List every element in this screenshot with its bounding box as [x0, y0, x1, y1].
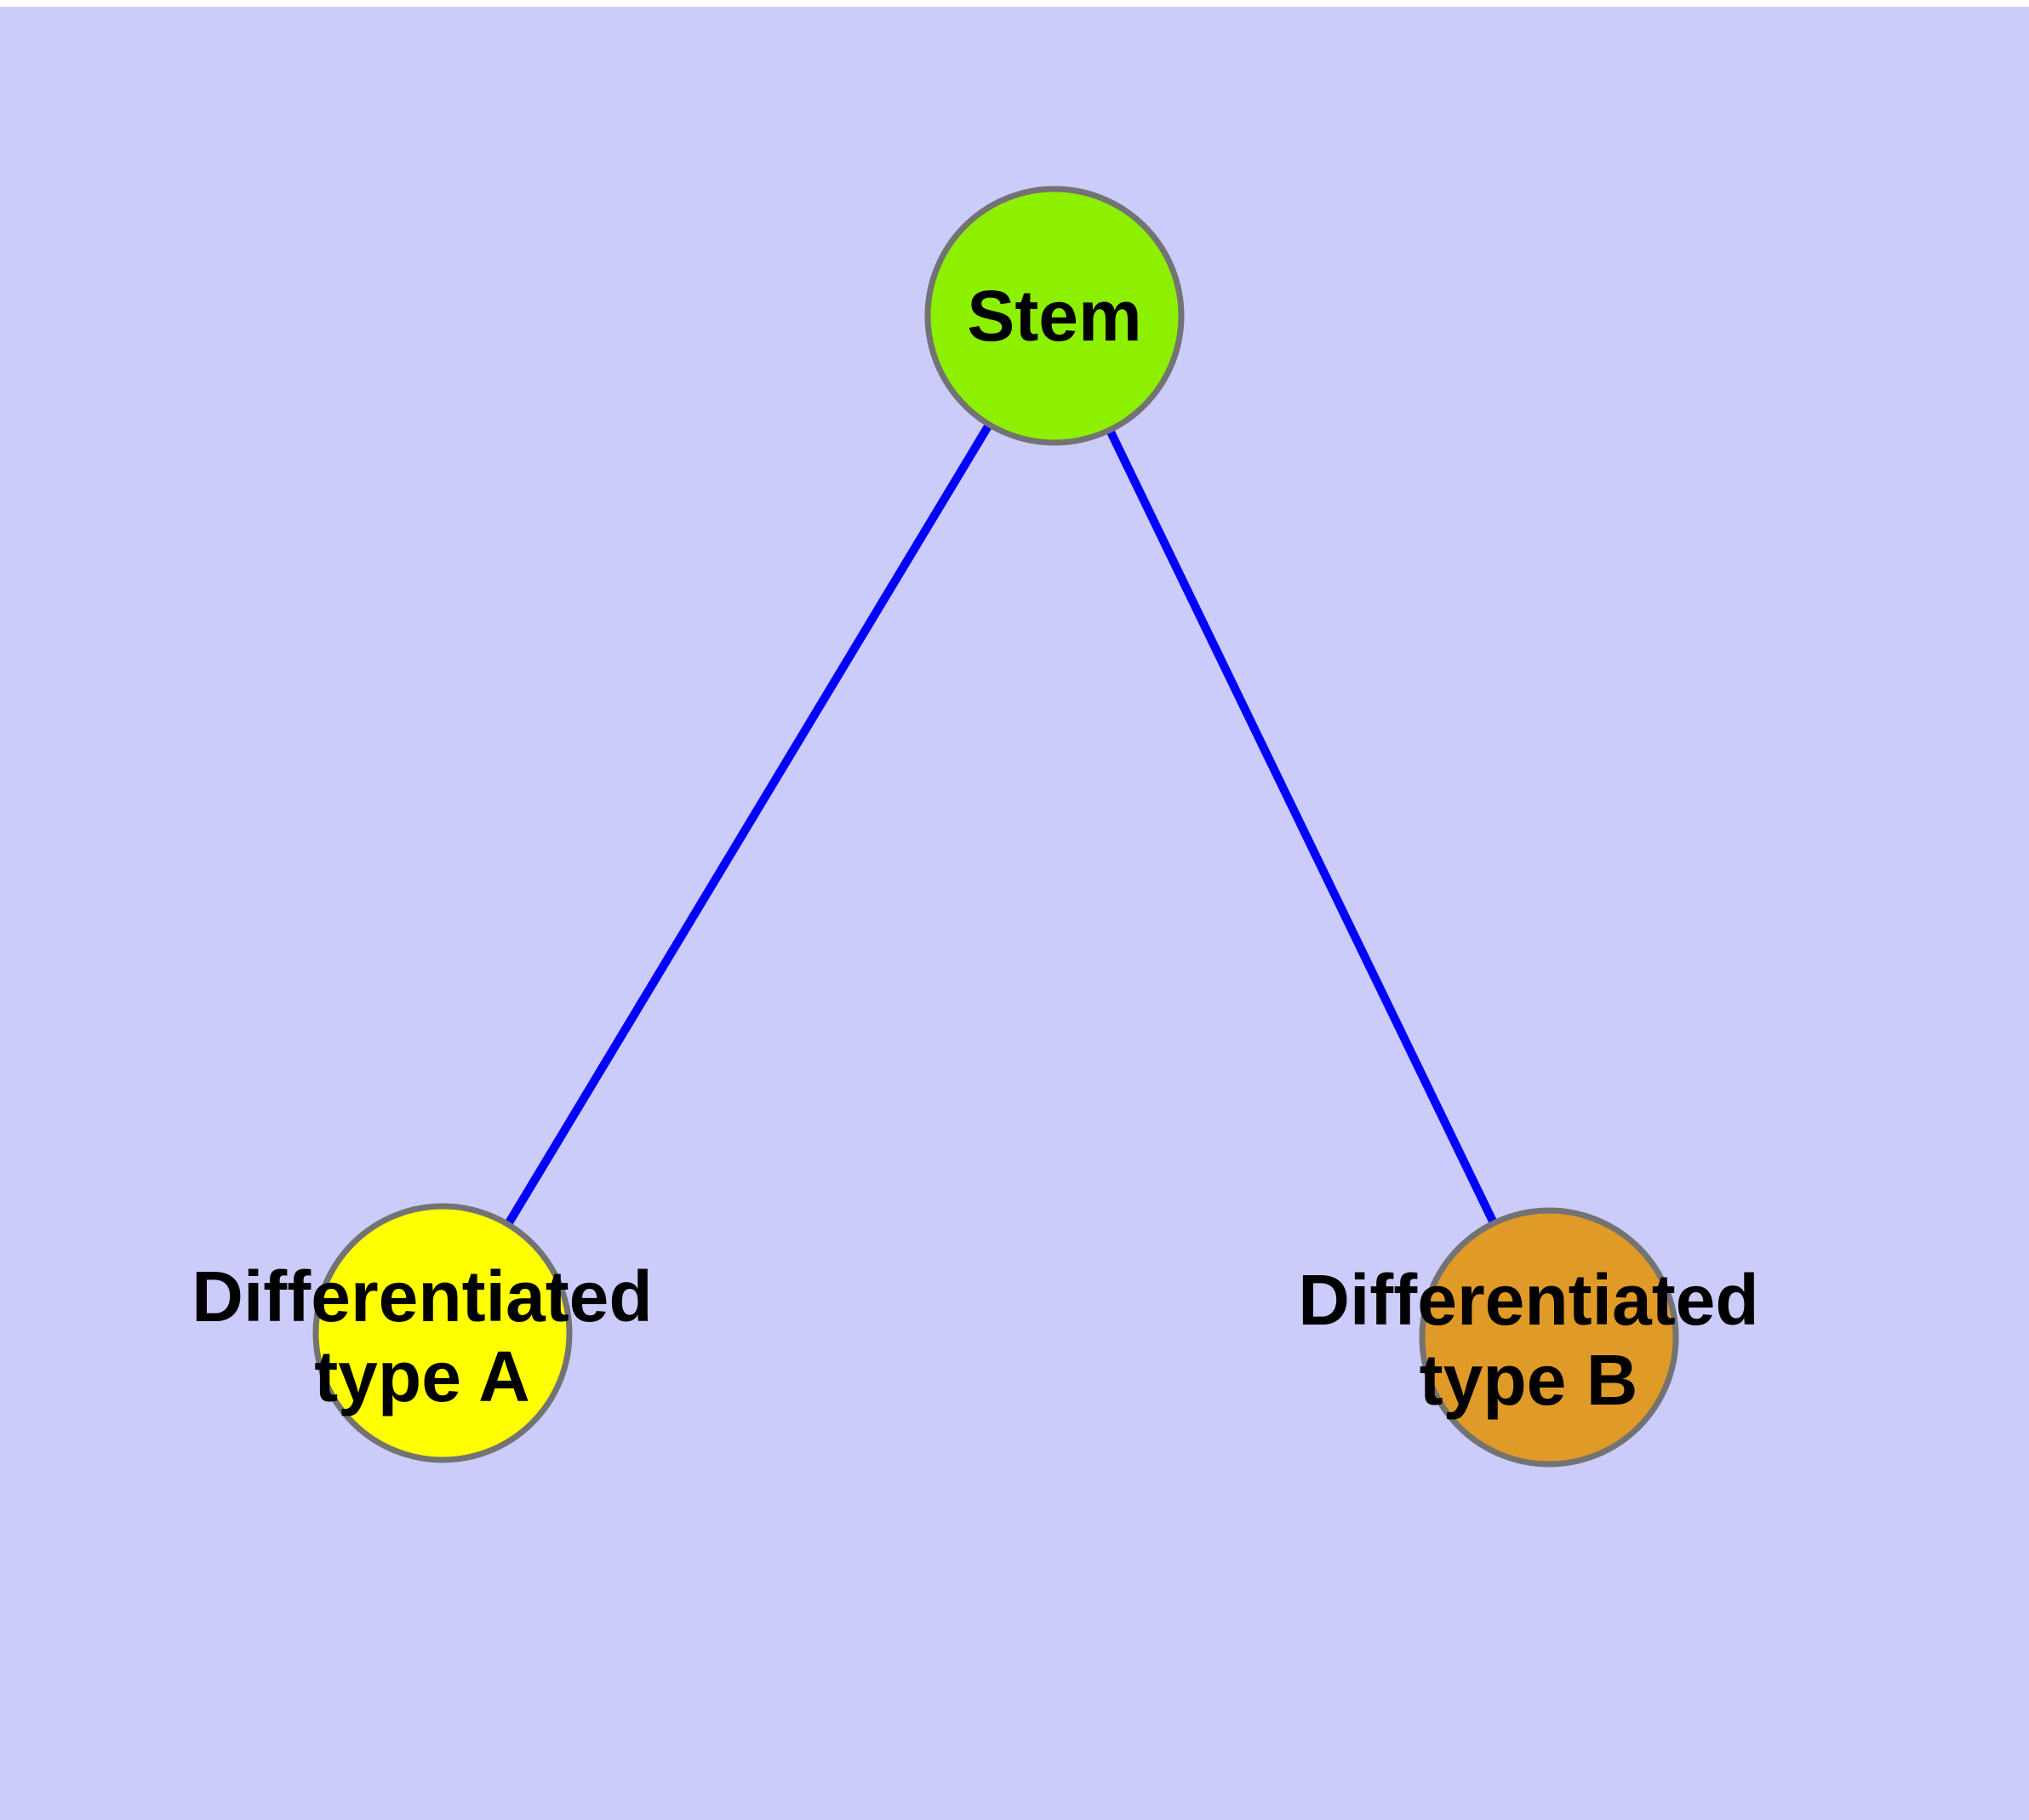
nodes-layer [312, 186, 1679, 1468]
node-label-line: Differentiated [1298, 1260, 1758, 1340]
node-label-stem: Stem [967, 276, 1141, 356]
node-differentiated-type-b[interactable] [1419, 1207, 1679, 1468]
node-label-line: Differentiated [191, 1256, 652, 1336]
node-label-line: type B [1420, 1340, 1638, 1420]
edge-stem-to-diff-a [438, 313, 1059, 1336]
node-stem[interactable] [924, 186, 1185, 446]
node-label-line: Stem [967, 276, 1141, 356]
edge-stem-to-diff-b [1050, 313, 1553, 1340]
node-label-line: type A [314, 1336, 530, 1417]
node-differentiated-type-a[interactable] [312, 1203, 573, 1463]
edges-layer [438, 313, 1553, 1340]
